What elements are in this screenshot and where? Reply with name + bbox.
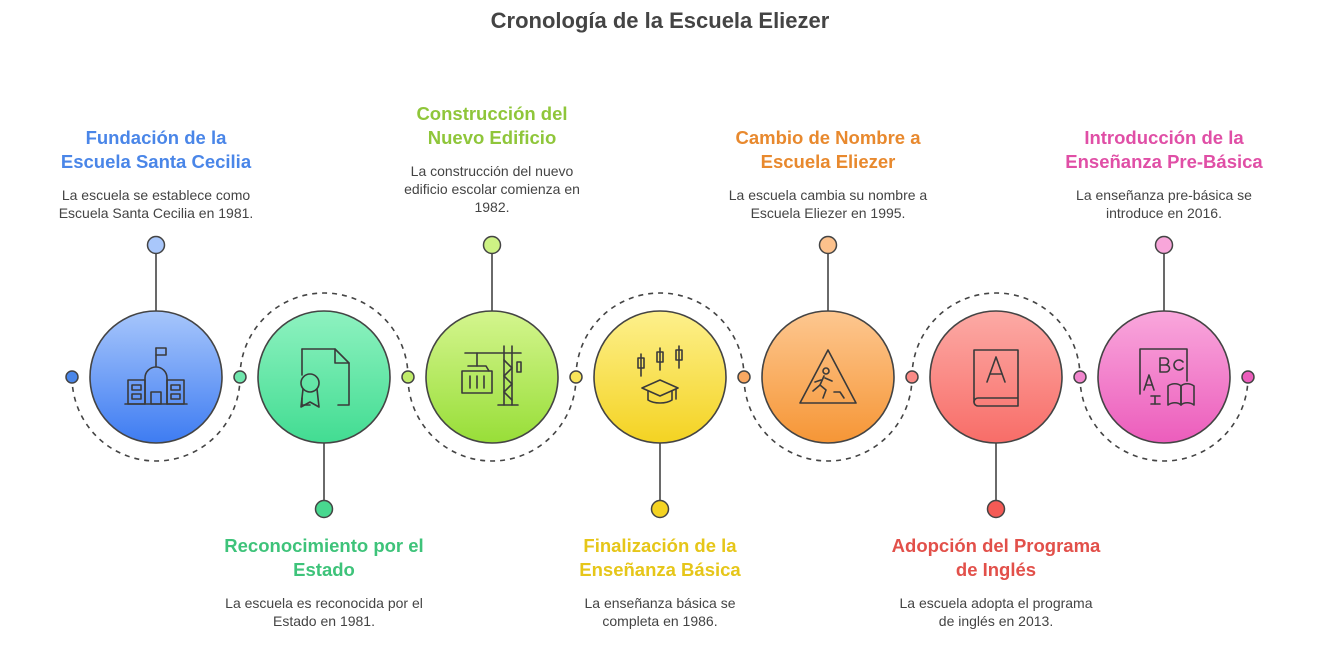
event-7: Introducción de la Enseñanza Pre-Básica … <box>1044 126 1284 222</box>
event-3: Construcción del Nuevo Edificio La const… <box>372 102 612 216</box>
event-description: La escuela adopta el programa de inglés … <box>899 595 1093 629</box>
event-title: Fundación de la Escuela Santa Cecilia <box>60 127 252 172</box>
junction-dot <box>737 370 751 384</box>
marker-dot <box>1154 235 1174 255</box>
event-circle <box>1097 310 1231 444</box>
junction-dot <box>569 370 583 384</box>
connector-arc <box>407 376 577 462</box>
junction-dot <box>1241 370 1255 384</box>
connector-arc <box>743 376 913 462</box>
marker-dot <box>146 235 166 255</box>
event-title: Adopción del Programa de Inglés <box>891 535 1101 580</box>
event-description: La escuela es reconocida por el Estado e… <box>225 595 423 629</box>
junction-dot <box>65 370 79 384</box>
event-6: Adopción del Programa de Inglés La escue… <box>876 534 1116 630</box>
english-book-icon <box>973 349 1019 407</box>
connector-arc <box>911 292 1081 378</box>
event-circle <box>593 310 727 444</box>
event-description: La construcción del nuevo edificio escol… <box>404 163 580 215</box>
event-circle <box>761 310 895 444</box>
school-icon <box>124 347 188 405</box>
event-5: Cambio de Nombre a Escuela Eliezer La es… <box>708 126 948 222</box>
marker-dot <box>986 499 1006 519</box>
event-description: La escuela cambia su nombre a Escuela El… <box>728 187 928 221</box>
connector-arc <box>239 292 409 378</box>
connector-arc <box>575 292 745 378</box>
marker-dot <box>818 235 838 255</box>
event-title: Cambio de Nombre a Escuela Eliezer <box>735 127 921 172</box>
event-description: La escuela se establece como Escuela San… <box>58 187 254 221</box>
event-description: La enseñanza básica se completa en 1986. <box>584 595 736 629</box>
junction-dot <box>233 370 247 384</box>
event-circle <box>89 310 223 444</box>
abc-book-icon <box>1139 348 1195 406</box>
certificate-icon <box>300 348 350 408</box>
caution-sign-icon <box>799 349 857 404</box>
event-4: Finalización de la Enseñanza Básica La e… <box>540 534 780 630</box>
event-2: Reconocimiento por el Estado La escuela … <box>204 534 444 630</box>
page-title: Cronología de la Escuela Eliezer <box>490 8 830 33</box>
event-title: Construcción del Nuevo Edificio <box>416 103 568 148</box>
marker-dot <box>482 235 502 255</box>
graduation-cap-icon <box>637 345 683 404</box>
event-title: Introducción de la Enseñanza Pre-Básica <box>1065 127 1263 172</box>
event-description: La enseñanza pre-básica se introduce en … <box>1076 187 1252 221</box>
connector-arcs <box>71 292 1249 462</box>
event-circle <box>257 310 391 444</box>
junction-dot <box>401 370 415 384</box>
connector-arc <box>1079 376 1249 462</box>
junction-dot <box>905 370 919 384</box>
marker-dot <box>650 499 670 519</box>
event-circle <box>929 310 1063 444</box>
event-title: Finalización de la Enseñanza Básica <box>579 535 741 580</box>
junction-dot <box>1073 370 1087 384</box>
event-title: Reconocimiento por el Estado <box>224 535 424 580</box>
construction-crane-icon <box>461 345 522 406</box>
event-1: Fundación de la Escuela Santa Cecilia La… <box>36 126 276 222</box>
connector-arc <box>71 376 241 462</box>
marker-dot <box>314 499 334 519</box>
